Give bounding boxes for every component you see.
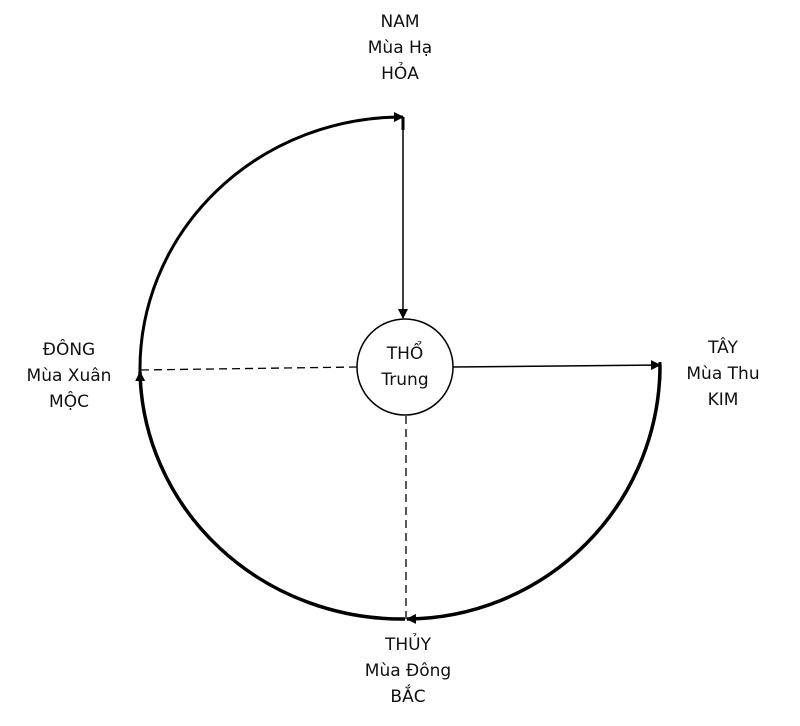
label-bottom: THỦY Mùa Đông BẮC <box>328 632 488 710</box>
direction: TÂY <box>708 338 738 358</box>
center-circle <box>356 318 454 416</box>
label-top: NAM Mùa Hạ HỎA <box>320 9 480 87</box>
arc-right-to-bottom <box>406 364 662 624</box>
label-right: TÂY Mùa Thu KIM <box>643 335 800 413</box>
element: HỎA <box>381 64 419 84</box>
element: MỘC <box>49 392 89 412</box>
season: Mùa Đông <box>364 661 452 681</box>
label-left: ĐÔNG Mùa Xuân MỘC <box>0 337 149 415</box>
arc-bottom-to-left <box>135 371 406 621</box>
element: KIM <box>707 390 739 410</box>
center-position: Trung <box>381 370 429 390</box>
season: Mùa Xuân <box>26 366 112 386</box>
direction: THỦY <box>385 635 431 655</box>
center-label: THỔ Trung <box>357 319 453 415</box>
center-element: THỔ <box>386 344 424 364</box>
element: BẮC <box>390 687 426 707</box>
direction: NAM <box>380 12 420 32</box>
dashed-center-to-left <box>139 366 358 371</box>
arc-left-to-top <box>138 111 404 373</box>
season: Mùa Hạ <box>367 38 433 58</box>
direction: ĐÔNG <box>42 340 96 360</box>
season: Mùa Thu <box>686 364 760 384</box>
arrow-center-to-right <box>452 360 661 371</box>
